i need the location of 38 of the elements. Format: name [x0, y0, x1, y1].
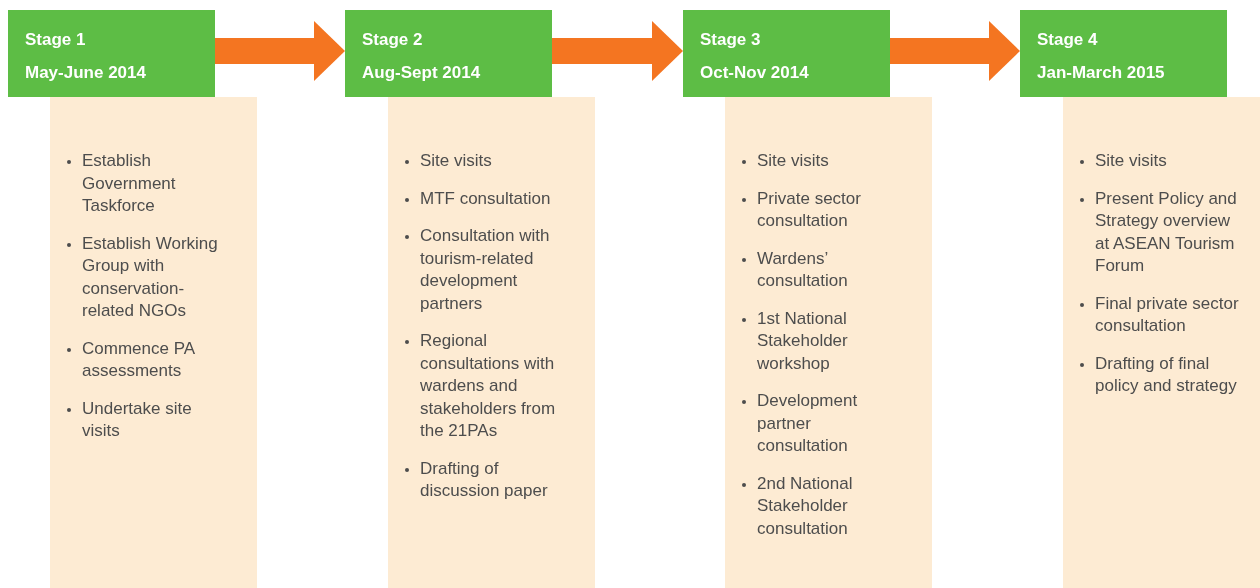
stage-header — [8, 10, 215, 97]
list-item-text: Commence PA assessments — [82, 338, 195, 380]
list-item-text: Establish Government Taskforce — [82, 151, 176, 215]
list-item-text: Site visits — [757, 151, 829, 170]
stage-title: Stage 2 — [362, 30, 423, 50]
list-item-text: 1st National Stakeholder workshop — [757, 308, 848, 373]
list-item-text: Undertake site visits — [82, 398, 192, 440]
list-item-text: 2nd National Stakeholder consultation — [757, 473, 853, 538]
stage-title: Stage 4 — [1037, 30, 1098, 50]
list-item-text: MTF consultation — [420, 188, 551, 208]
arrow — [215, 21, 345, 81]
stage-header — [683, 10, 890, 97]
list-item-text: Regional consultations with wardens and stakeholders from the 21PAs — [420, 331, 556, 440]
stage-date: Oct-Nov 2014 — [700, 63, 809, 83]
stage-header — [345, 10, 552, 97]
list-item-text: Site visits — [1095, 151, 1167, 170]
stage-panel — [725, 97, 932, 588]
stage-date: May-June 2014 — [25, 63, 146, 83]
list-item-text: Consultation with tourism-related development partners — [420, 226, 550, 313]
stage-date: Jan-March 2015 — [1037, 63, 1165, 83]
list-item-text: Final private sector consultation — [1095, 293, 1239, 335]
list-item-text: Present Policy and Strategy overview at ASEAN Tourism Forum — [1095, 188, 1237, 275]
list-item-text: Establish Working Group with conservation-related NGOs — [82, 233, 218, 320]
stage-date: Aug-Sept 2014 — [362, 63, 481, 83]
list-item-text: Private sector consultation — [757, 188, 861, 230]
list-item-text: Development partner consultation — [757, 391, 858, 455]
stage-panel — [50, 97, 257, 588]
stage-panel — [388, 97, 595, 588]
list-item-text: Wardens’ consultation — [757, 248, 848, 290]
list-item-text: Drafting of discussion paper — [420, 458, 548, 500]
list-item-text: Drafting of final policy and strategy — [1095, 353, 1237, 395]
list-item-text: Site visits — [420, 151, 492, 170]
stage-panel — [1063, 97, 1260, 588]
stage-title: Stage 1 — [25, 30, 86, 50]
stage-title: Stage 3 — [700, 30, 761, 50]
stage-header — [1020, 10, 1227, 97]
arrow — [552, 21, 683, 81]
arrow — [890, 21, 1020, 81]
